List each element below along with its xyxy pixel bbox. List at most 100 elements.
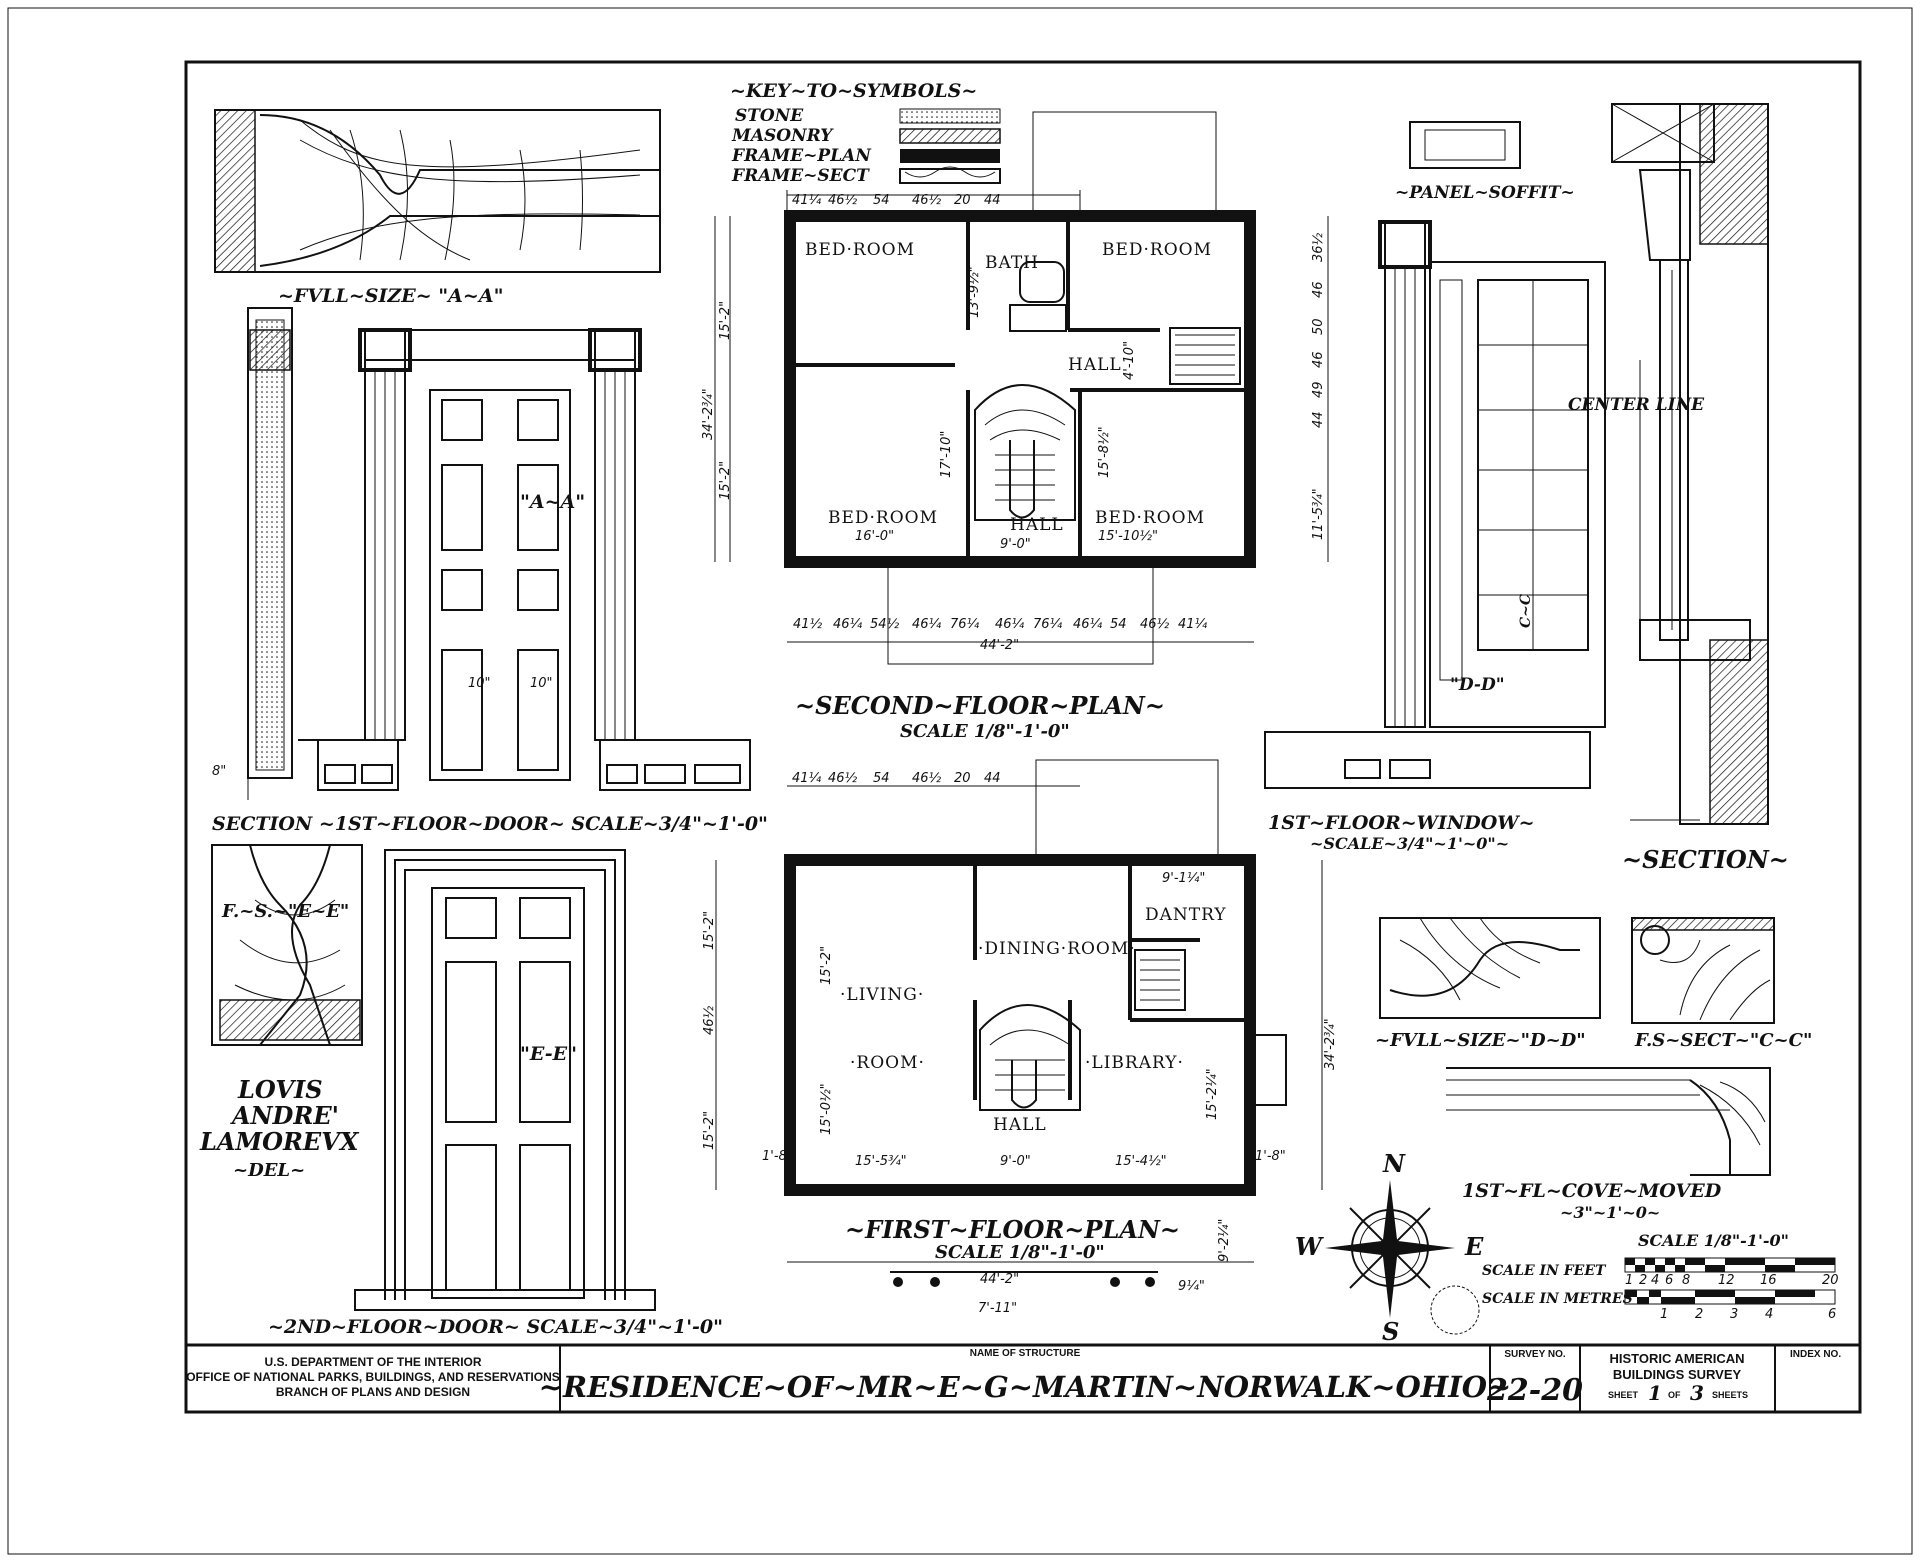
svg-text:4'-10": 4'-10" [1122,341,1137,380]
key-item-frame-plan: FRAME~PLAN [731,146,872,166]
svg-text:1: 1 [1625,1273,1633,1288]
sfp-right-dims: 36½ 46 50 46 49 44 11'-5¾" [1311,232,1326,540]
svg-text:44: 44 [984,193,1001,208]
svg-text:4: 4 [1765,1307,1773,1322]
delineator-name-2: ANDRE' [230,1101,339,1130]
fs-ee-label: F.~S.~"E~E" [221,901,349,922]
sfp-bottom-dims: 41½ 46¼ 54½ 46¼ 76¼ 46¼ 76¼ 46¼ 54 46½ 4… [793,617,1208,632]
sfp-room-hall-upper: HALL [1068,355,1122,375]
structure-name-label: NAME OF STRUCTURE [970,1348,1081,1359]
dept-line-3: BRANCH OF PLANS AND DESIGN [276,1385,470,1399]
svg-text:46½: 46½ [828,771,858,786]
profile-details: ~FVLL~SIZE~"D~D" F.S~SECT~"C~C" 1ST~FL~C… [1375,917,1812,1222]
svg-text:54½: 54½ [870,617,900,632]
wall-section: ~SECTION~ [1611,103,1789,874]
svg-text:44: 44 [984,771,1001,786]
full-size-aa-caption: ~FVLL~SIZE~ "A~A" [278,285,504,307]
svg-text:76¼: 76¼ [950,617,980,632]
svg-text:16: 16 [1760,1273,1777,1288]
first-floor-window-caption: 1ST~FLOOR~WINDOW~ [1268,812,1535,834]
outer-border [7,7,1913,1555]
svg-text:6: 6 [1828,1307,1836,1322]
svg-text:46½: 46½ [1140,617,1170,632]
key-to-symbols: ~KEY~TO~SYMBOLS~ STONE MASONRY FRAME~PLA… [730,80,1001,186]
svg-text:11'-5¾": 11'-5¾" [1311,488,1326,540]
sfp-scale: SCALE 1/8"-1'-0" [900,721,1070,742]
svg-text:15'-4½": 15'-4½" [1115,1154,1167,1169]
ffp-room-pantry: DANTRY [1145,905,1227,925]
svg-text:20: 20 [1822,1273,1839,1288]
sfp-top-dims: 41¼ 46½ 54 46½ 20 44 [792,193,1001,208]
fs-sect-cc-caption: F.S~SECT~"C~C" [1634,1030,1812,1051]
svg-text:15'-10½": 15'-10½" [1098,529,1158,544]
second-floor-door-elevation: F.~S.~"E~E" LOVIS ANDRE' LAMOREVX ~DEL~ … [199,844,723,1338]
sfp-room-hall: HALL [1010,515,1064,535]
habs-line-2: BUILDINGS SURVEY [1613,1367,1742,1382]
svg-text:46¼: 46¼ [833,617,863,632]
ffp-overall-width: 44'-2" [980,1272,1019,1287]
svg-text:15'-2": 15'-2" [702,911,717,950]
svg-text:6: 6 [1665,1273,1673,1288]
sfp-overall-width: 44'-2" [980,638,1019,653]
svg-text:3: 3 [1730,1307,1738,1322]
second-floor-door-caption: ~2ND~FLOOR~DOOR~ SCALE~3/4"~1'-0" [268,1316,723,1338]
svg-text:46¼: 46¼ [995,617,1025,632]
cove-caption: 1ST~FL~COVE~MOVED [1462,1180,1722,1202]
svg-text:15'-2¼": 15'-2¼" [1205,1068,1220,1120]
svg-text:20: 20 [954,193,971,208]
svg-text:15'-5¾": 15'-5¾" [855,1154,907,1169]
cove-scale: ~3"~1'~0~ [1560,1203,1660,1222]
svg-text:10": 10" [468,676,491,691]
survey-no: 22-20 [1486,1373,1583,1408]
svg-text:41½: 41½ [793,617,823,632]
svg-text:2: 2 [1695,1307,1703,1322]
svg-text:20: 20 [954,771,971,786]
drawing-border [184,60,1862,1414]
svg-text:36½: 36½ [1311,232,1326,262]
sfp-room-bed-4: BED·ROOM [1095,508,1205,528]
scale-feet-ticks: 1 2 4 6 8 12 16 20 [1625,1273,1839,1288]
scale-feet-label: SCALE IN FEET [1482,1263,1607,1279]
sheet-total: 3 [1690,1381,1704,1405]
svg-text:15'-0½": 15'-0½" [819,1083,834,1135]
svg-text:41¼: 41¼ [792,193,822,208]
svg-text:46¼: 46¼ [1073,617,1103,632]
svg-text:34'-2¾": 34'-2¾" [1323,1018,1338,1070]
sfp-room-bath: BATH [985,253,1039,273]
svg-text:76¼: 76¼ [1033,617,1063,632]
ffp-room-room: ·ROOM· [850,1053,925,1073]
svg-text:41¼: 41¼ [792,771,822,786]
key-item-frame-sect: FRAME~SECT [731,166,870,186]
svg-text:12: 12 [1718,1273,1735,1288]
first-floor-door-caption: SECTION ~1ST~FLOOR~DOOR~ SCALE~3/4"~1'-0… [212,813,768,835]
svg-text:17'-10": 17'-10" [939,431,954,478]
svg-text:50: 50 [1311,318,1326,335]
svg-text:9'-0": 9'-0" [1000,1154,1031,1169]
section-caption: ~SECTION~ [1622,845,1789,874]
svg-text:46½: 46½ [912,771,942,786]
graphic-scale: SCALE 1/8"-1'-0" SCALE IN FEET SCALE IN … [1482,1231,1839,1322]
sheet-prefix: SHEET [1608,1390,1639,1400]
svg-text:16'-0": 16'-0" [855,529,894,544]
svg-text:10": 10" [530,676,553,691]
ffp-title: ~FIRST~FLOOR~PLAN~ [845,1215,1180,1244]
scale-metres-label: SCALE IN METRES [1482,1291,1633,1307]
dept-line-1: U.S. DEPARTMENT OF THE INTERIOR [264,1355,481,1369]
svg-text:9'-1¼": 9'-1¼" [1162,871,1205,886]
window-dd-mark: "D-D" [1450,675,1505,695]
title-block: U.S. DEPARTMENT OF THE INTERIOR OFFICE O… [186,1343,1860,1412]
center-line-label: CENTER LINE [1568,395,1705,415]
full-size-aa-detail: ~FVLL~SIZE~ "A~A" [214,109,661,307]
first-floor-window-elevation: ~PANEL~SOFFIT~ C~C "D-D" CENTER LINE 1ST… [1264,121,1705,853]
ffp-room-library: ·LIBRARY· [1085,1053,1184,1073]
svg-text:54: 54 [873,193,890,208]
key-item-stone: STONE [735,106,804,126]
window-scale: ~SCALE~3/4"~1'~0"~ [1310,834,1509,853]
svg-text:1: 1 [1660,1307,1668,1322]
compass-e: E [1464,1232,1484,1261]
key-item-masonry: MASONRY [731,126,834,146]
key-title: ~KEY~TO~SYMBOLS~ [730,80,977,102]
full-size-dd-caption: ~FVLL~SIZE~"D~D" [1375,1030,1586,1051]
door-aa-mark: "A~A" [520,491,585,513]
